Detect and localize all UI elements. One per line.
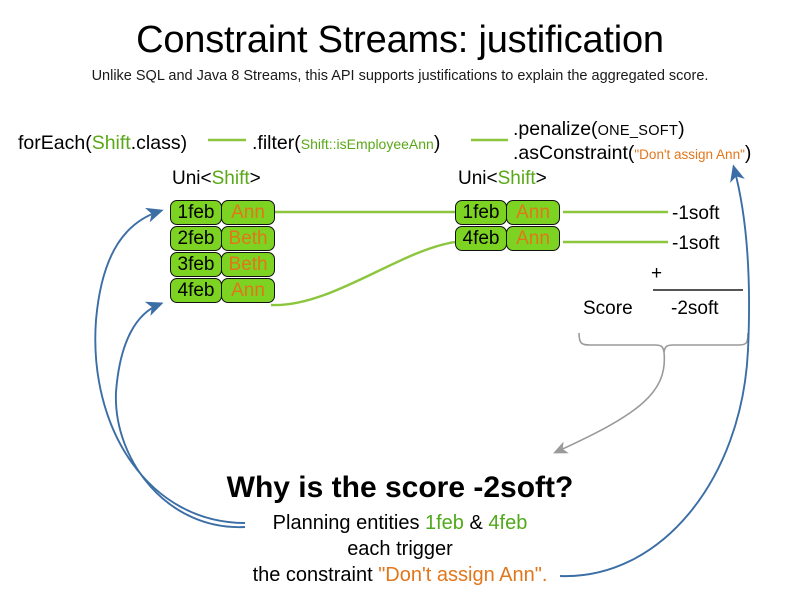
fact-employee: Beth (221, 252, 275, 277)
score-total: -2soft (671, 298, 719, 319)
stream-label-filtered: Uni<Shift> (458, 168, 547, 190)
fact-date: 4feb (170, 278, 222, 303)
filter-prefix: .filter( (252, 132, 301, 154)
stream-label-source: Uni<Shift> (172, 168, 261, 190)
uni-right-suffix: > (535, 168, 547, 189)
fact-employee: Ann (221, 278, 275, 303)
uni-left-prefix: Uni< (172, 168, 212, 189)
explanation-line3-prefix: the constraint (252, 564, 379, 586)
fact-row[interactable]: 4feb Ann (455, 226, 560, 251)
fact-employee: Ann (506, 200, 560, 225)
fact-date: 2feb (170, 226, 222, 251)
slide-title: Constraint Streams: justification (136, 19, 664, 61)
explanation-constraint-name: "Don't assign Ann". (378, 564, 548, 586)
foreach-suffix: .class) (130, 132, 188, 154)
sum-operator: + (651, 263, 663, 284)
explanation-conjunction: & (463, 512, 489, 534)
fact-employee: Ann (221, 200, 275, 225)
explanation-heading: Why is the score -2soft? (226, 471, 574, 504)
impact-value-2: -1soft (672, 233, 720, 254)
as-constraint-arg: "Don't assign Ann" (634, 147, 745, 162)
foreach-prefix: forEach( (18, 132, 92, 154)
fact-employee: Beth (221, 226, 275, 251)
filter-suffix: ) (433, 132, 441, 154)
explanation-body: Planning entities 1feb & 4feb each trigg… (0, 510, 800, 588)
foreach-type: Shift (91, 132, 131, 154)
explanation-date-b: 4feb (488, 512, 528, 534)
fact-date: 3feb (170, 252, 222, 277)
code-foreach: forEach(Shift.class) (18, 131, 187, 155)
score-label: Score (583, 298, 633, 319)
fact-date: 1feb (455, 200, 507, 225)
fact-row[interactable]: 1feb Ann (455, 200, 560, 225)
as-constraint-suffix: ) (744, 142, 752, 164)
filter-arg: Shift::isEmployeeAnn (300, 136, 434, 152)
fact-date: 4feb (455, 226, 507, 251)
slide-subtitle: Unlike SQL and Java 8 Streams, this API … (91, 68, 709, 84)
impact-value-1: -1soft (672, 203, 720, 224)
explanation-line1-prefix: Planning entities (272, 512, 425, 534)
sum-divider (653, 289, 743, 291)
explanation-line-3: the constraint "Don't assign Ann". (0, 562, 800, 588)
penalize-suffix: ) (678, 118, 685, 140)
fact-row[interactable]: 1feb Ann (170, 200, 275, 225)
score-brace (578, 332, 749, 353)
fact-row[interactable]: 4feb Ann (170, 278, 275, 303)
uni-right-prefix: Uni< (458, 168, 498, 189)
uni-right-type: Shift (497, 168, 536, 189)
score-explain-arrow (553, 351, 666, 454)
as-constraint-prefix: .asConstraint( (513, 142, 635, 164)
uni-left-type: Shift (211, 168, 250, 189)
penalize-arg: ONE_SOFT (597, 123, 679, 139)
fact-employee: Ann (506, 226, 560, 251)
code-filter: .filter(Shift::isEmployeeAnn) (252, 131, 440, 156)
code-penalize: .penalize(ONE_SOFT) (513, 118, 685, 143)
fact-row[interactable]: 2feb Beth (170, 226, 275, 251)
code-as-constraint: .asConstraint("Don't assign Ann") (513, 142, 751, 166)
filtered-fact-list: 1feb Ann 4feb Ann (455, 200, 560, 252)
fact-row[interactable]: 3feb Beth (170, 252, 275, 277)
source-fact-list: 1feb Ann 2feb Beth 3feb Beth 4feb Ann (170, 200, 275, 304)
uni-left-suffix: > (249, 168, 261, 189)
explanation-line-1: Planning entities 1feb & 4feb (0, 510, 800, 536)
explanation-line-2: each trigger (347, 538, 453, 560)
stream-link-4feb (270, 240, 456, 307)
fact-date: 1feb (170, 200, 222, 225)
explanation-date-a: 1feb (425, 512, 464, 534)
penalize-prefix: .penalize( (513, 118, 598, 140)
